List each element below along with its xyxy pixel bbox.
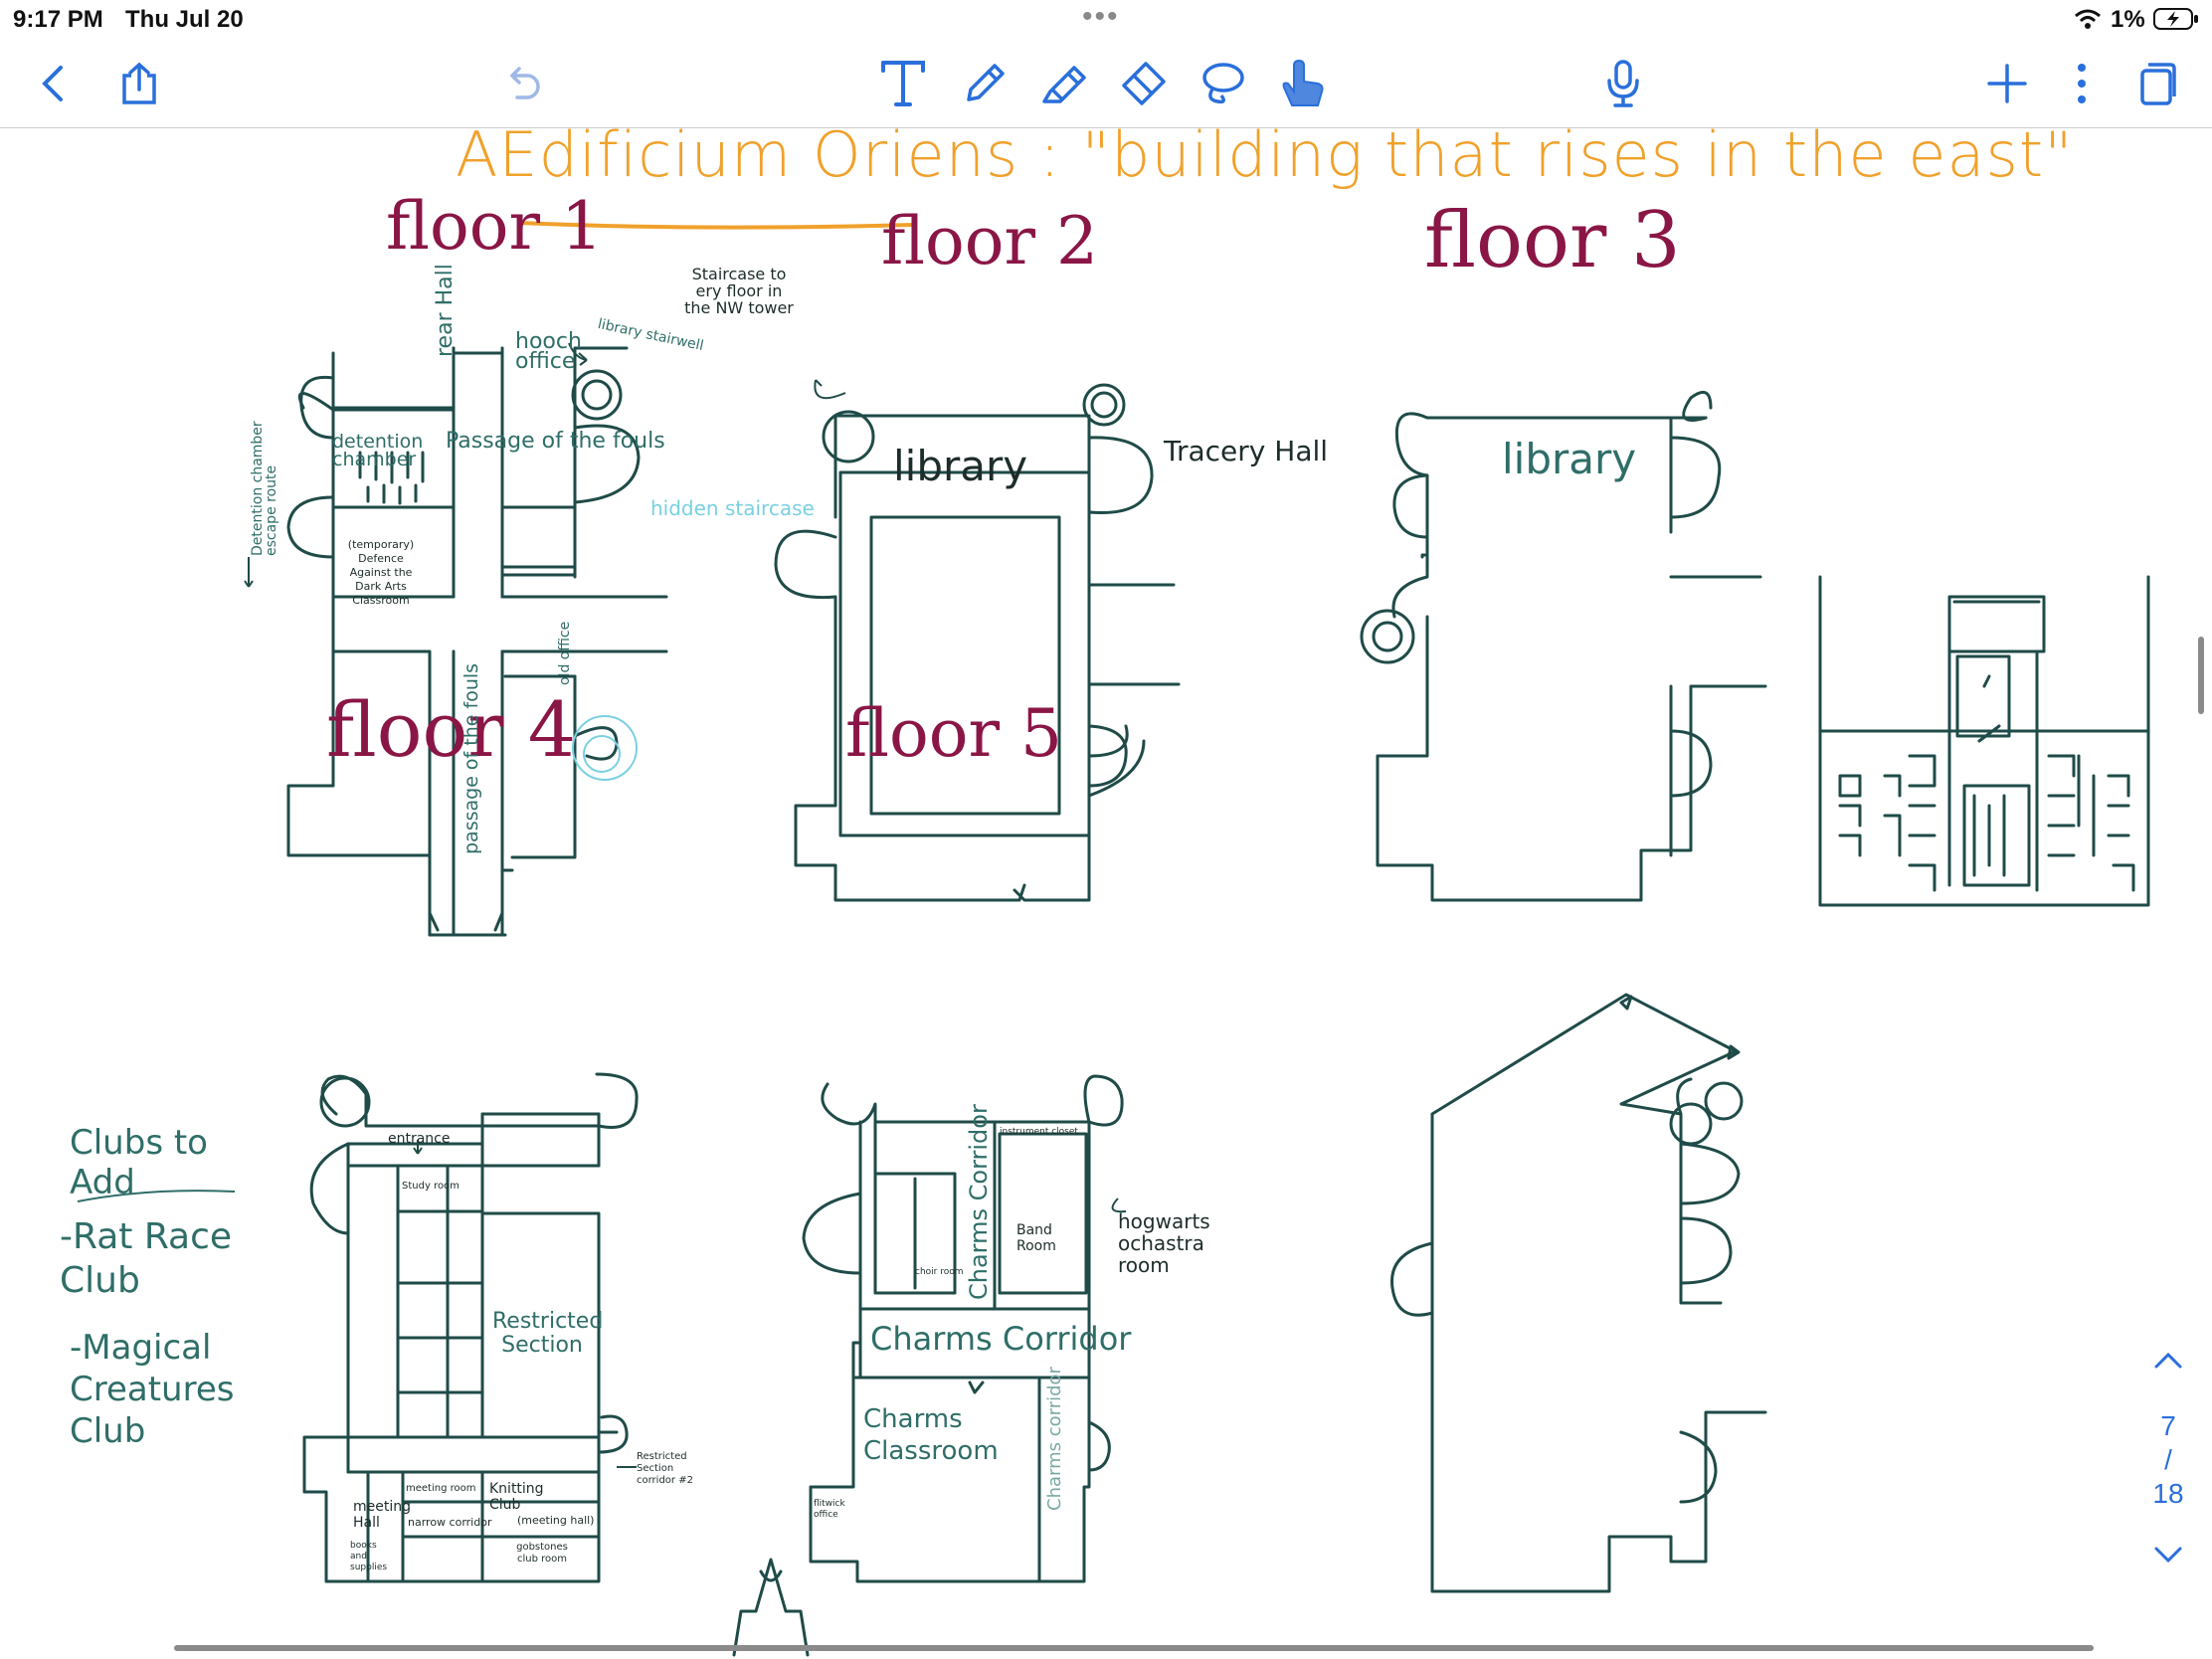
battery-charging-icon — [2153, 7, 2199, 38]
charms-corridor-label: Charms Corridor — [870, 1320, 1132, 1358]
meeting-hall-label: meeting Hall — [353, 1499, 412, 1531]
pen-icon[interactable] — [955, 54, 1014, 113]
detention-escape-label: Detention chamber escape route — [250, 421, 279, 556]
old-office-label: old office — [557, 621, 573, 685]
charms-corridor-vertical-label: Charms Corridor — [965, 1104, 993, 1300]
passage-of-the-fouls-label: Passage of the fouls — [446, 429, 665, 454]
floor-2-label: floor 2 — [881, 203, 1099, 279]
charms-classroom-label: Charms Classroom — [863, 1404, 999, 1466]
share-icon[interactable] — [109, 54, 169, 113]
club-item-magical-creatures: -Magical Creatures Club — [70, 1328, 235, 1451]
battery-percent: 1% — [2111, 6, 2145, 33]
status-bar: 9:17 PM Thu Jul 20 ••• 1% — [0, 0, 2212, 40]
text-tool-icon[interactable] — [873, 54, 933, 113]
floor-2-library-label: library — [893, 442, 1028, 490]
toolbar — [0, 40, 2212, 128]
more-icon[interactable] — [2052, 54, 2112, 113]
current-page-number: 7 — [2160, 1410, 2176, 1441]
page-separator: / — [2164, 1444, 2172, 1475]
entrance-label: entrance — [388, 1131, 451, 1147]
eraser-icon[interactable] — [1114, 54, 1174, 113]
knitting-club-label: Knitting Club — [489, 1481, 544, 1513]
study-room-label: Study room — [402, 1181, 460, 1192]
plus-icon[interactable] — [1977, 54, 2037, 113]
books-supplies-label: books and supplies — [350, 1541, 388, 1572]
multitasking-dots-icon[interactable]: ••• — [1082, 0, 1120, 33]
page-navigator: 7 / 18 — [2148, 1351, 2188, 1569]
tracery-hall-label: Tracery Hall — [1164, 435, 1329, 467]
floor-1-label: floor 1 — [386, 188, 604, 265]
staircase-note-label: Staircase to ery floor in the NW tower — [684, 265, 794, 317]
hooch-office-label: hooch office — [515, 329, 582, 374]
clubs-heading: Clubs to Add — [70, 1123, 208, 1202]
choir-room-label: choir room — [915, 1267, 964, 1277]
chevron-up-icon[interactable] — [2148, 1351, 2188, 1376]
floor-plan-drawings — [77, 221, 2150, 1657]
instrument-closet-label: instrument closet — [1000, 1127, 1078, 1137]
meeting-hall-paren-label: (meeting hall) — [517, 1514, 595, 1527]
lasso-icon[interactable] — [1194, 54, 1253, 113]
floor-4-label: floor 4 — [326, 685, 577, 774]
hand-pointer-icon[interactable] — [1273, 54, 1333, 113]
horizontal-scrollbar[interactable] — [174, 1645, 2094, 1651]
undo-icon[interactable] — [493, 54, 553, 113]
band-room-label: Band Room — [1016, 1222, 1056, 1254]
dada-classroom-label: (temporary) Defence Against the Dark Art… — [347, 538, 415, 607]
total-page-count: 18 — [2152, 1478, 2184, 1509]
microphone-icon[interactable] — [1593, 54, 1653, 113]
vertical-scrollbar[interactable] — [2198, 637, 2204, 714]
flitwick-office-label: flitwick office — [814, 1499, 845, 1520]
pages-icon[interactable] — [2128, 54, 2188, 113]
page-title: AEdificium Oriens : "building that rises… — [456, 118, 2074, 191]
club-item-rat-race: -Rat Race Club — [60, 1216, 233, 1301]
meeting-room-label: meeting room — [406, 1483, 476, 1494]
status-date: Thu Jul 20 — [125, 6, 244, 33]
floor-3-library-label: library — [1502, 435, 1637, 483]
note-canvas[interactable]: AEdificium Oriens : "building that rises… — [0, 118, 2212, 1659]
status-time: 9:17 PM — [13, 6, 103, 33]
rear-hall-label: rear Hall — [433, 264, 458, 357]
passage-of-the-fouls-vertical-label: passage of the fouls — [461, 662, 482, 854]
narrow-corridor-label: narrow corridor — [408, 1516, 492, 1529]
charms-corridor-right-label: Charms corridor — [1044, 1367, 1065, 1511]
detention-chamber-label: detention chamber — [332, 431, 424, 470]
highlighter-icon[interactable] — [1034, 54, 1094, 113]
hidden-staircase-label: hidden staircase — [650, 496, 815, 520]
floor-5-label: floor 5 — [845, 695, 1063, 772]
restricted-section-label: Restricted Section — [492, 1309, 604, 1358]
chevron-left-icon[interactable] — [24, 54, 84, 113]
orchestra-note-label: hogwarts ochastra room — [1118, 1209, 1210, 1277]
floor-3-label: floor 3 — [1424, 196, 1681, 285]
restricted-corridor-label: Restricted Section corridor #2 — [637, 1451, 693, 1486]
wifi-icon — [2074, 8, 2102, 37]
gobstones-room-label: gobstones club room — [516, 1542, 568, 1565]
chevron-down-icon[interactable] — [2148, 1545, 2188, 1569]
